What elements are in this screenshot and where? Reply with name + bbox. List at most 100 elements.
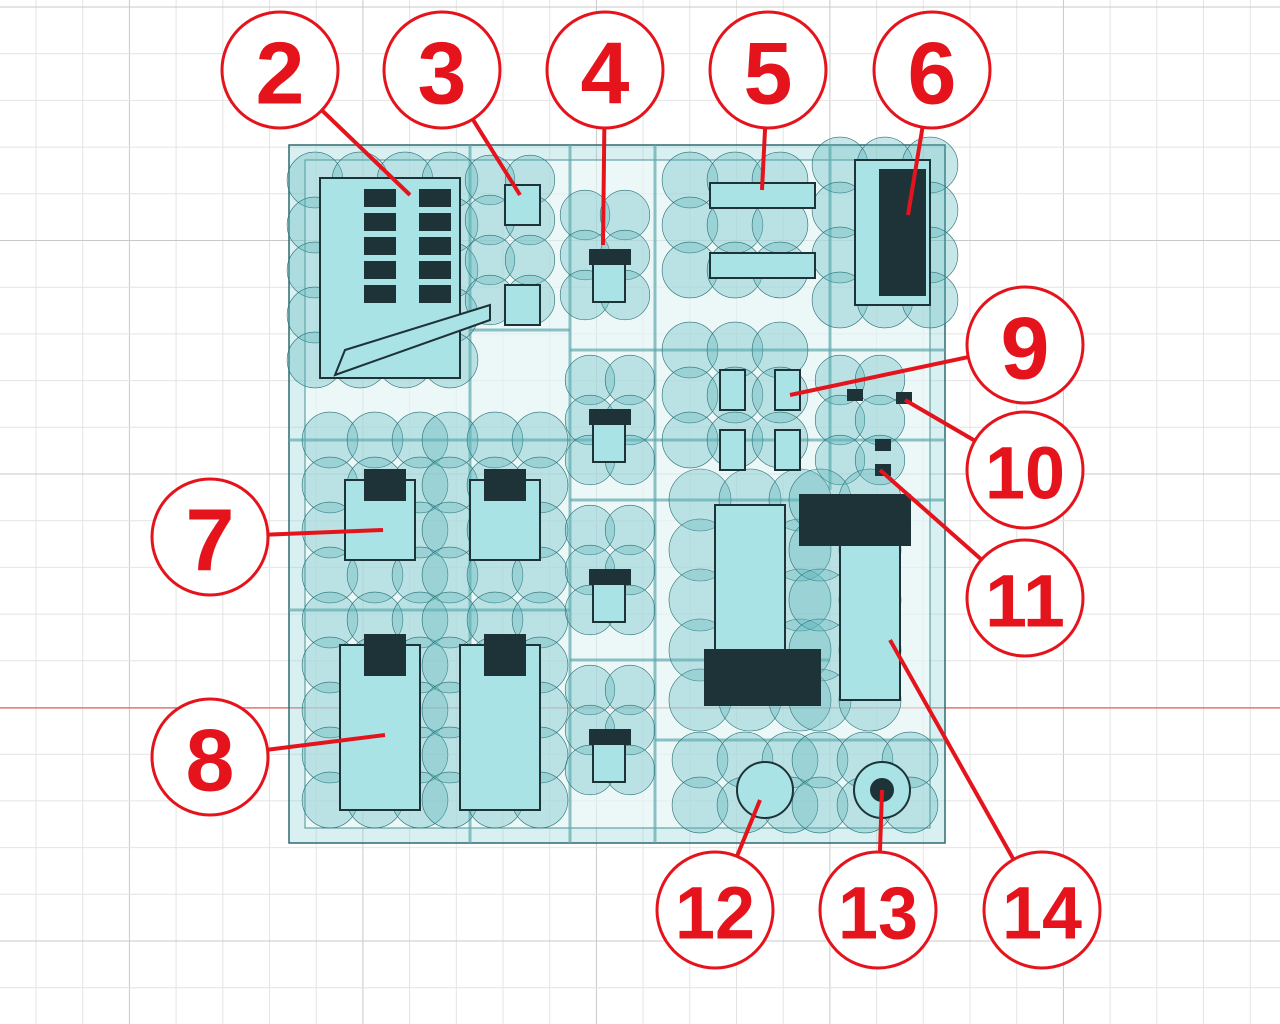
support-cluster <box>661 411 719 469</box>
callout-circle <box>965 285 1085 405</box>
callout-number-13: 13 <box>838 872 918 955</box>
leader-line <box>471 118 522 197</box>
support-cluster <box>421 546 479 604</box>
engine-cylinder <box>364 189 396 207</box>
engine-cylinder <box>364 285 396 303</box>
support-cluster <box>791 776 849 834</box>
callout-circle <box>965 410 1085 530</box>
leader-line <box>878 468 983 562</box>
support-cluster <box>604 504 656 556</box>
callout-number-10: 10 <box>985 432 1065 515</box>
engine-cylinder <box>419 189 451 207</box>
support-cluster <box>564 354 616 406</box>
callout-number-5: 5 <box>744 24 793 123</box>
callouts: 2 3 4 5 6 7 8 9 10 11 12 13 14 <box>150 10 1102 970</box>
support-cluster <box>661 321 719 379</box>
chair-top <box>589 249 631 265</box>
cylinder-engine-head <box>799 494 911 546</box>
frame-top <box>364 634 406 676</box>
callout-circle <box>708 10 828 130</box>
support-cluster <box>301 411 359 469</box>
engine-cylinder <box>364 261 396 279</box>
support-cluster <box>791 731 849 789</box>
support-cluster <box>301 591 359 649</box>
callout-number-7: 7 <box>186 491 235 590</box>
engine-cylinder <box>364 237 396 255</box>
small-pin <box>875 439 891 451</box>
angled-plate <box>719 369 746 411</box>
cylinder-engine <box>839 539 901 701</box>
support-cluster <box>511 411 569 469</box>
engine-cylinder <box>364 213 396 231</box>
support-cluster <box>391 411 449 469</box>
support-cluster <box>814 394 866 446</box>
callout-number-12: 12 <box>675 872 755 955</box>
callout-number-4: 4 <box>581 24 630 123</box>
chair-part <box>592 739 626 783</box>
support-cluster <box>671 731 729 789</box>
angled-plate <box>719 429 746 471</box>
leader-line <box>760 127 768 191</box>
callout-number-8: 8 <box>186 711 235 810</box>
callout-number-2: 2 <box>256 24 305 123</box>
small-bracket <box>504 184 541 226</box>
leader-line <box>789 355 969 397</box>
support-cluster <box>604 664 656 716</box>
leader-line <box>267 733 386 752</box>
callout-circle <box>982 850 1102 970</box>
support-cluster <box>564 664 616 716</box>
engine-cylinder <box>419 285 451 303</box>
cylinder-engine-base <box>704 649 821 706</box>
leader-line <box>601 127 607 246</box>
turbine-left <box>736 761 794 819</box>
radiator-core <box>879 169 926 296</box>
callout-number-14: 14 <box>1002 872 1082 955</box>
callout-circle <box>965 538 1085 658</box>
support-cluster <box>661 366 719 424</box>
callout-circle <box>818 850 938 970</box>
callout-circle <box>655 850 775 970</box>
engine-cylinder <box>419 237 451 255</box>
angled-plate <box>774 429 801 471</box>
leader-line <box>906 126 925 216</box>
callout-number-6: 6 <box>908 24 957 123</box>
cylinder-engine <box>714 504 786 666</box>
small-clip <box>847 389 863 401</box>
leader-line <box>888 639 1016 861</box>
seat-back <box>484 469 526 501</box>
chair-part <box>592 419 626 463</box>
chair-part <box>592 579 626 623</box>
chair-top <box>589 729 631 745</box>
small-clip <box>896 392 912 404</box>
callout-circle <box>150 477 270 597</box>
leader-line <box>735 799 762 858</box>
leader-line <box>267 528 384 537</box>
leader-line <box>320 108 412 197</box>
callout-circle <box>150 697 270 817</box>
support-cluster <box>421 411 479 469</box>
engine-mount <box>333 303 491 377</box>
support-cluster <box>559 189 611 241</box>
callout-number-3: 3 <box>418 24 467 123</box>
support-cluster <box>814 434 866 486</box>
support-cluster <box>854 434 906 486</box>
angled-plate <box>774 369 801 411</box>
rail-part <box>709 252 816 279</box>
support-cluster <box>421 591 479 649</box>
callout-number-9: 9 <box>1001 299 1050 398</box>
seat-back <box>364 469 406 501</box>
chair-top <box>589 409 631 425</box>
callout-circle <box>382 10 502 130</box>
frame-top <box>484 634 526 676</box>
callout-circle <box>220 10 340 130</box>
support-cluster <box>391 546 449 604</box>
support-cluster <box>661 196 719 254</box>
support-cluster <box>466 411 524 469</box>
chair-top <box>589 569 631 585</box>
model-layout <box>286 136 959 844</box>
callout-number-11: 11 <box>985 560 1065 643</box>
leader-line <box>903 398 976 443</box>
support-cluster <box>464 234 516 286</box>
